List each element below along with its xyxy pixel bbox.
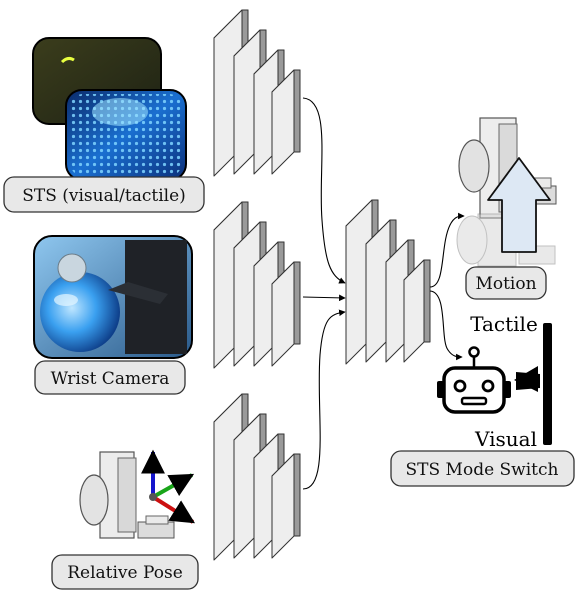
- robot-gripper-icon: [456, 117, 557, 267]
- sts-label: STS (visual/tactile): [3, 176, 205, 213]
- switch-lever-icon: [514, 323, 552, 445]
- connector-camera-to-fusion: [302, 294, 346, 302]
- relative-pose-label: Relative Pose: [51, 554, 199, 590]
- wrist-camera-group: Wrist Camera: [33, 235, 193, 395]
- wrist-camera-label: Wrist Camera: [34, 360, 186, 395]
- sensor-image-icon: [32, 37, 187, 181]
- axis-frame-icon: [141, 449, 196, 524]
- svg-text:STS (visual/tactile): STS (visual/tactile): [22, 186, 186, 206]
- sts-images: STS (visual/tactile): [3, 37, 205, 213]
- mode-switch-output: Tactile Visual STS Mode Switch: [390, 312, 575, 487]
- camera-image-icon: [33, 235, 193, 359]
- connector-fusion-to-switch: [429, 290, 463, 361]
- motion-label: Motion: [465, 266, 547, 300]
- encoder-stacks: [213, 9, 431, 561]
- motion-output: Motion: [456, 117, 557, 300]
- connector-fusion-to-motion: [429, 212, 465, 288]
- sts-mode-switch-label: STS Mode Switch: [390, 450, 575, 487]
- encoder-sts-layer-4-side: [293, 69, 301, 153]
- robot-face-icon: [437, 346, 511, 414]
- svg-text:STS Mode Switch: STS Mode Switch: [406, 460, 559, 480]
- encoder-sts-layer-4: [271, 69, 301, 175]
- fusion-network-layer-4: [403, 259, 431, 363]
- encoder-pose-layer-4: [271, 453, 301, 559]
- visual-label: Visual: [474, 427, 537, 451]
- robot-gripper-icon: [79, 451, 175, 539]
- svg-text:Relative Pose: Relative Pose: [67, 563, 183, 583]
- tactile-label: Tactile: [470, 312, 538, 336]
- encoder-pose-layer-4-side: [293, 453, 301, 537]
- encoder-camera-layer-4-side: [293, 261, 301, 345]
- up-arrow-icon: [487, 157, 551, 253]
- fusion-network-layer-4-side: [423, 259, 431, 343]
- connector-pose-to-fusion: [302, 309, 346, 490]
- svg-text:Motion: Motion: [475, 274, 536, 294]
- connector-sts-to-fusion: [302, 97, 346, 284]
- encoder-camera-layer-4: [271, 261, 301, 367]
- svg-text:Wrist Camera: Wrist Camera: [51, 369, 170, 389]
- connections: [302, 97, 465, 490]
- relative-pose-group: Relative Pose: [51, 449, 199, 590]
